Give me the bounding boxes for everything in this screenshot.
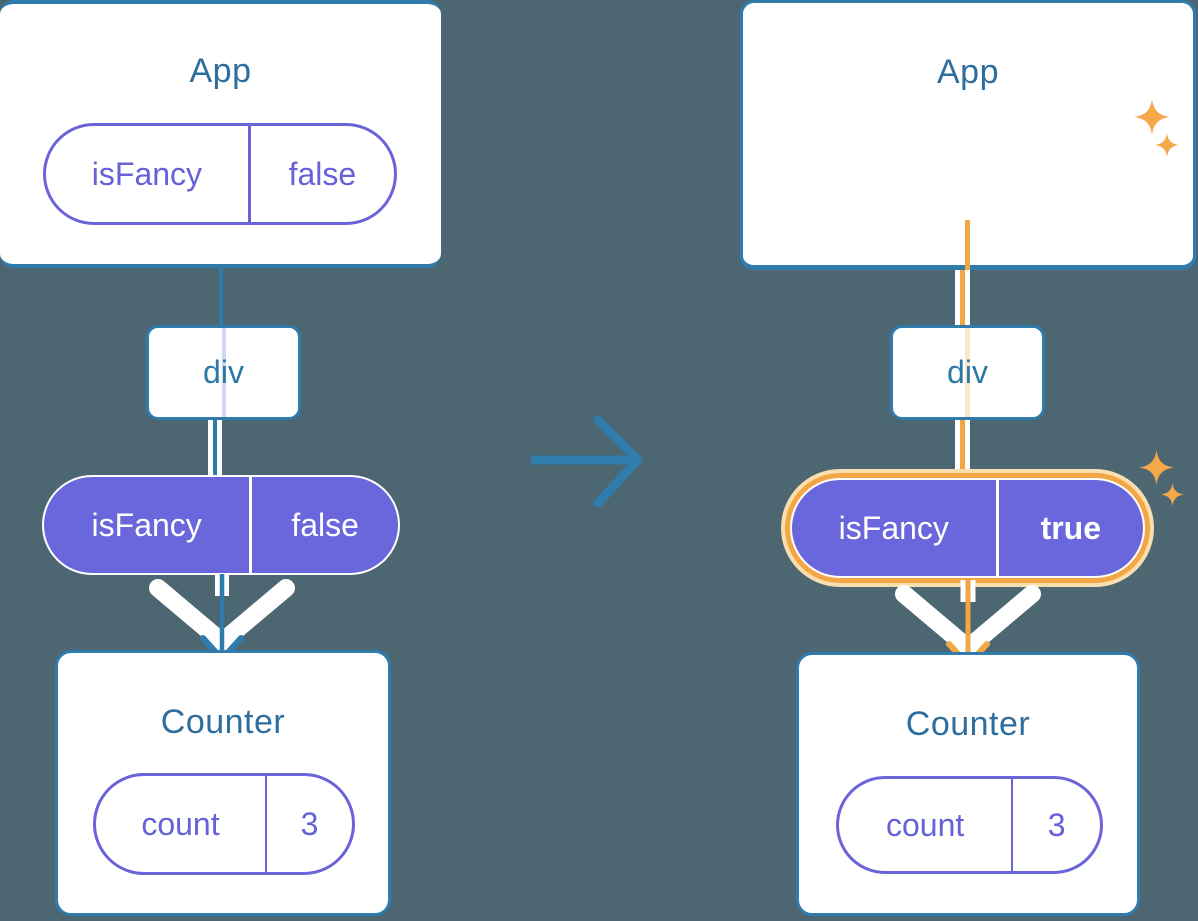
- sparkle-icon: [1161, 483, 1184, 506]
- connector-app-div: [219, 268, 223, 325]
- count-value: 3: [300, 805, 319, 842]
- div-card-before: div: [146, 325, 301, 420]
- counter-title: Counter: [905, 705, 1031, 743]
- counter-state-pill: count 3: [93, 773, 355, 875]
- connector-div-pill: [955, 420, 970, 478]
- sparkle-icon: [1139, 450, 1174, 485]
- sparkle-icon: [1134, 99, 1170, 135]
- app-title: App: [189, 52, 252, 90]
- connector-app-div: [955, 270, 970, 325]
- app-title: App: [937, 53, 999, 91]
- prop-pass-through-line: [965, 328, 970, 417]
- state-value: true: [1040, 509, 1102, 546]
- count-name: count: [96, 776, 267, 872]
- counter-title: Counter: [160, 703, 286, 741]
- state-name: isFancy: [792, 480, 999, 576]
- count-name: count: [839, 779, 1014, 871]
- state-pill-before: isFancy false: [42, 475, 400, 575]
- transition-arrow-icon: [530, 415, 643, 508]
- counter-state-pill: count 3: [836, 776, 1103, 874]
- app-card-before: App isFancy false: [0, 0, 441, 268]
- sparkle-icon: [1155, 133, 1179, 157]
- state-value: false: [291, 506, 359, 543]
- counter-card-before: Counter count 3: [55, 650, 391, 916]
- div-label: div: [947, 354, 988, 390]
- app-prop-pill: isFancy false: [43, 123, 397, 225]
- prop-name: isFancy: [46, 126, 251, 222]
- div-label: div: [203, 354, 244, 390]
- prop-value: false: [288, 155, 357, 192]
- connector-pill-cardedge: [965, 220, 970, 270]
- prop-pass-through-line: [221, 328, 226, 417]
- state-name: isFancy: [44, 477, 253, 573]
- connector-div-pill: [208, 420, 222, 478]
- counter-card-after: Counter count 3: [796, 652, 1140, 916]
- count-value: 3: [1047, 806, 1066, 843]
- div-card-after: div: [890, 325, 1045, 420]
- flow-arrow-icon: [149, 574, 295, 662]
- state-pill-after-highlighted: isFancy true: [790, 478, 1145, 578]
